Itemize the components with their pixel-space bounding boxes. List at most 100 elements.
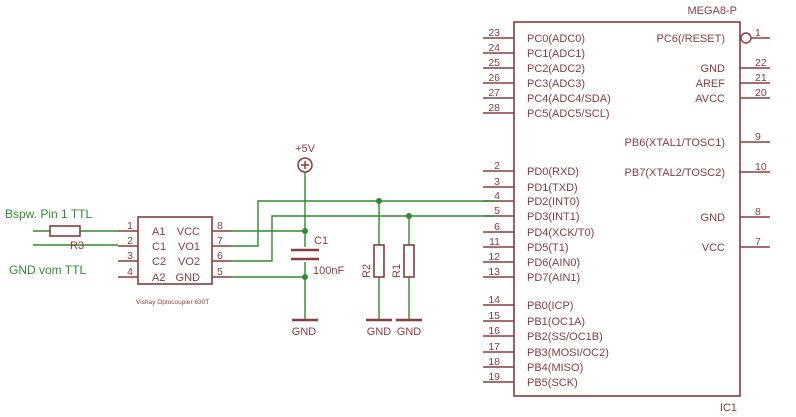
mcu-right-pin-name: AVCC [695,93,725,105]
mcu-left-pin-name: PD7(AIN1) [527,272,580,284]
opto-left-pin-name: C1 [152,241,166,253]
mcu-left-pin-name: PB5(SCK) [527,377,578,389]
junction-pd2 [376,198,382,204]
mcu-right-pin-number: 20 [755,87,767,99]
mcu-left-pin-number: 6 [494,221,500,233]
junction-gnd [302,274,308,280]
opto-right-pin-number: 6 [217,250,223,262]
r3-body [49,225,81,237]
mcu-left-pin-number: 27 [488,87,500,99]
mcu-left-pin-name: PD5(T1) [527,242,569,254]
opto-left-pin-number: 3 [127,250,133,262]
mcu-right-pin-number: 22 [755,57,767,69]
mcu-right-pin-number: 7 [755,236,761,248]
c1-label: C1 [314,235,328,247]
supply-label: +5V [295,143,316,155]
gnd-label-r2: GND [367,326,392,338]
c1-value: 100nF [313,265,344,277]
mcu-ref-label: IC1 [720,402,737,414]
opto-right-pin-name: VO2 [178,256,200,268]
supply-5v: +5V [295,143,316,173]
mcu-left-pin-name: PD1(TXD) [527,182,578,194]
opto-right-pin-number: 8 [217,220,223,232]
opto-body [137,216,213,285]
mcu-left-pin-number: 23 [488,27,500,39]
mcu-right-pin-name: GND [701,212,726,224]
capacitor-c1: C1 100nF [291,235,344,277]
mcu-left-pin-number: 2 [494,160,500,172]
mcu-right-pin-number: 1 [755,27,761,39]
opto-left-pin-name: A2 [152,272,165,284]
mcu-right-pin-name: VCC [702,242,725,254]
junction-pd3 [406,213,412,219]
mcu-body [513,21,741,397]
mcu-left-pin-name: PD2(INT0) [527,196,580,208]
mcu-right-pin-name: PB6(XTAL1/TOSC1) [625,137,725,149]
opto-left-pin-number: 2 [127,235,133,247]
mcu-right-pin-name: PC6(/RESET) [657,33,725,45]
mcu-right-pin-name: GND [701,63,726,75]
opto-right-pin-name: GND [176,272,201,284]
mcu-left-pin-name: PB1(OC1A) [527,316,585,328]
mcu-left-pin-number: 17 [488,341,500,353]
opto-right-pin-name: VCC [177,226,200,238]
mcu-left-pin-name: PD3(INT1) [527,211,580,223]
mcu-left-pin-name: PB4(MISO) [527,362,583,374]
mcu-left-pin-name: PC0(ADC0) [527,33,585,45]
mcu-part-label: MEGA8-P [687,5,737,17]
reset-inversion-bubble [740,32,752,44]
net-label-gnd: GND vom TTL [9,263,86,277]
resistor-r1: R1 [391,244,415,278]
mcu-right-pin-name: AREF [696,78,726,90]
mcu-left-pin-name: PD6(AIN0) [527,257,580,269]
mcu-left-pin-number: 13 [488,266,500,278]
opto-left-pin-number: 1 [127,220,133,232]
mcu-left-pin-name: PB3(MOSI/OC2) [527,347,609,359]
mcu-left-pin-number: 14 [488,294,500,306]
mcu-left-pin-number: 3 [494,176,500,188]
mcu-left-pin-number: 18 [488,356,500,368]
mcu-left-pin-name: PC2(ADC2) [527,63,585,75]
mcu-left-pin-number: 16 [488,325,500,337]
mcu-left-pin-name: PC5(ADC5/SCL) [527,108,610,120]
gnd-symbol-r1: GND [396,318,422,338]
opto-right-pin-number: 7 [217,235,223,247]
mcu-left-pin-number: 12 [488,251,500,263]
mcu-left-pin-number: 26 [488,72,500,84]
wires [33,172,494,320]
junction-5v [302,228,308,234]
mcu-left-pin-number: 4 [494,190,500,202]
mcu-left-pin-number: 11 [489,236,500,248]
net-label-input: Bspw. Pin 1 TTL [5,207,92,221]
opto-right-pin-number: 5 [217,266,223,278]
mcu-left-pin-number: 19 [488,371,500,383]
opto-left-pin-name: A1 [152,226,165,238]
mcu-left-pin-number: 15 [488,310,500,322]
